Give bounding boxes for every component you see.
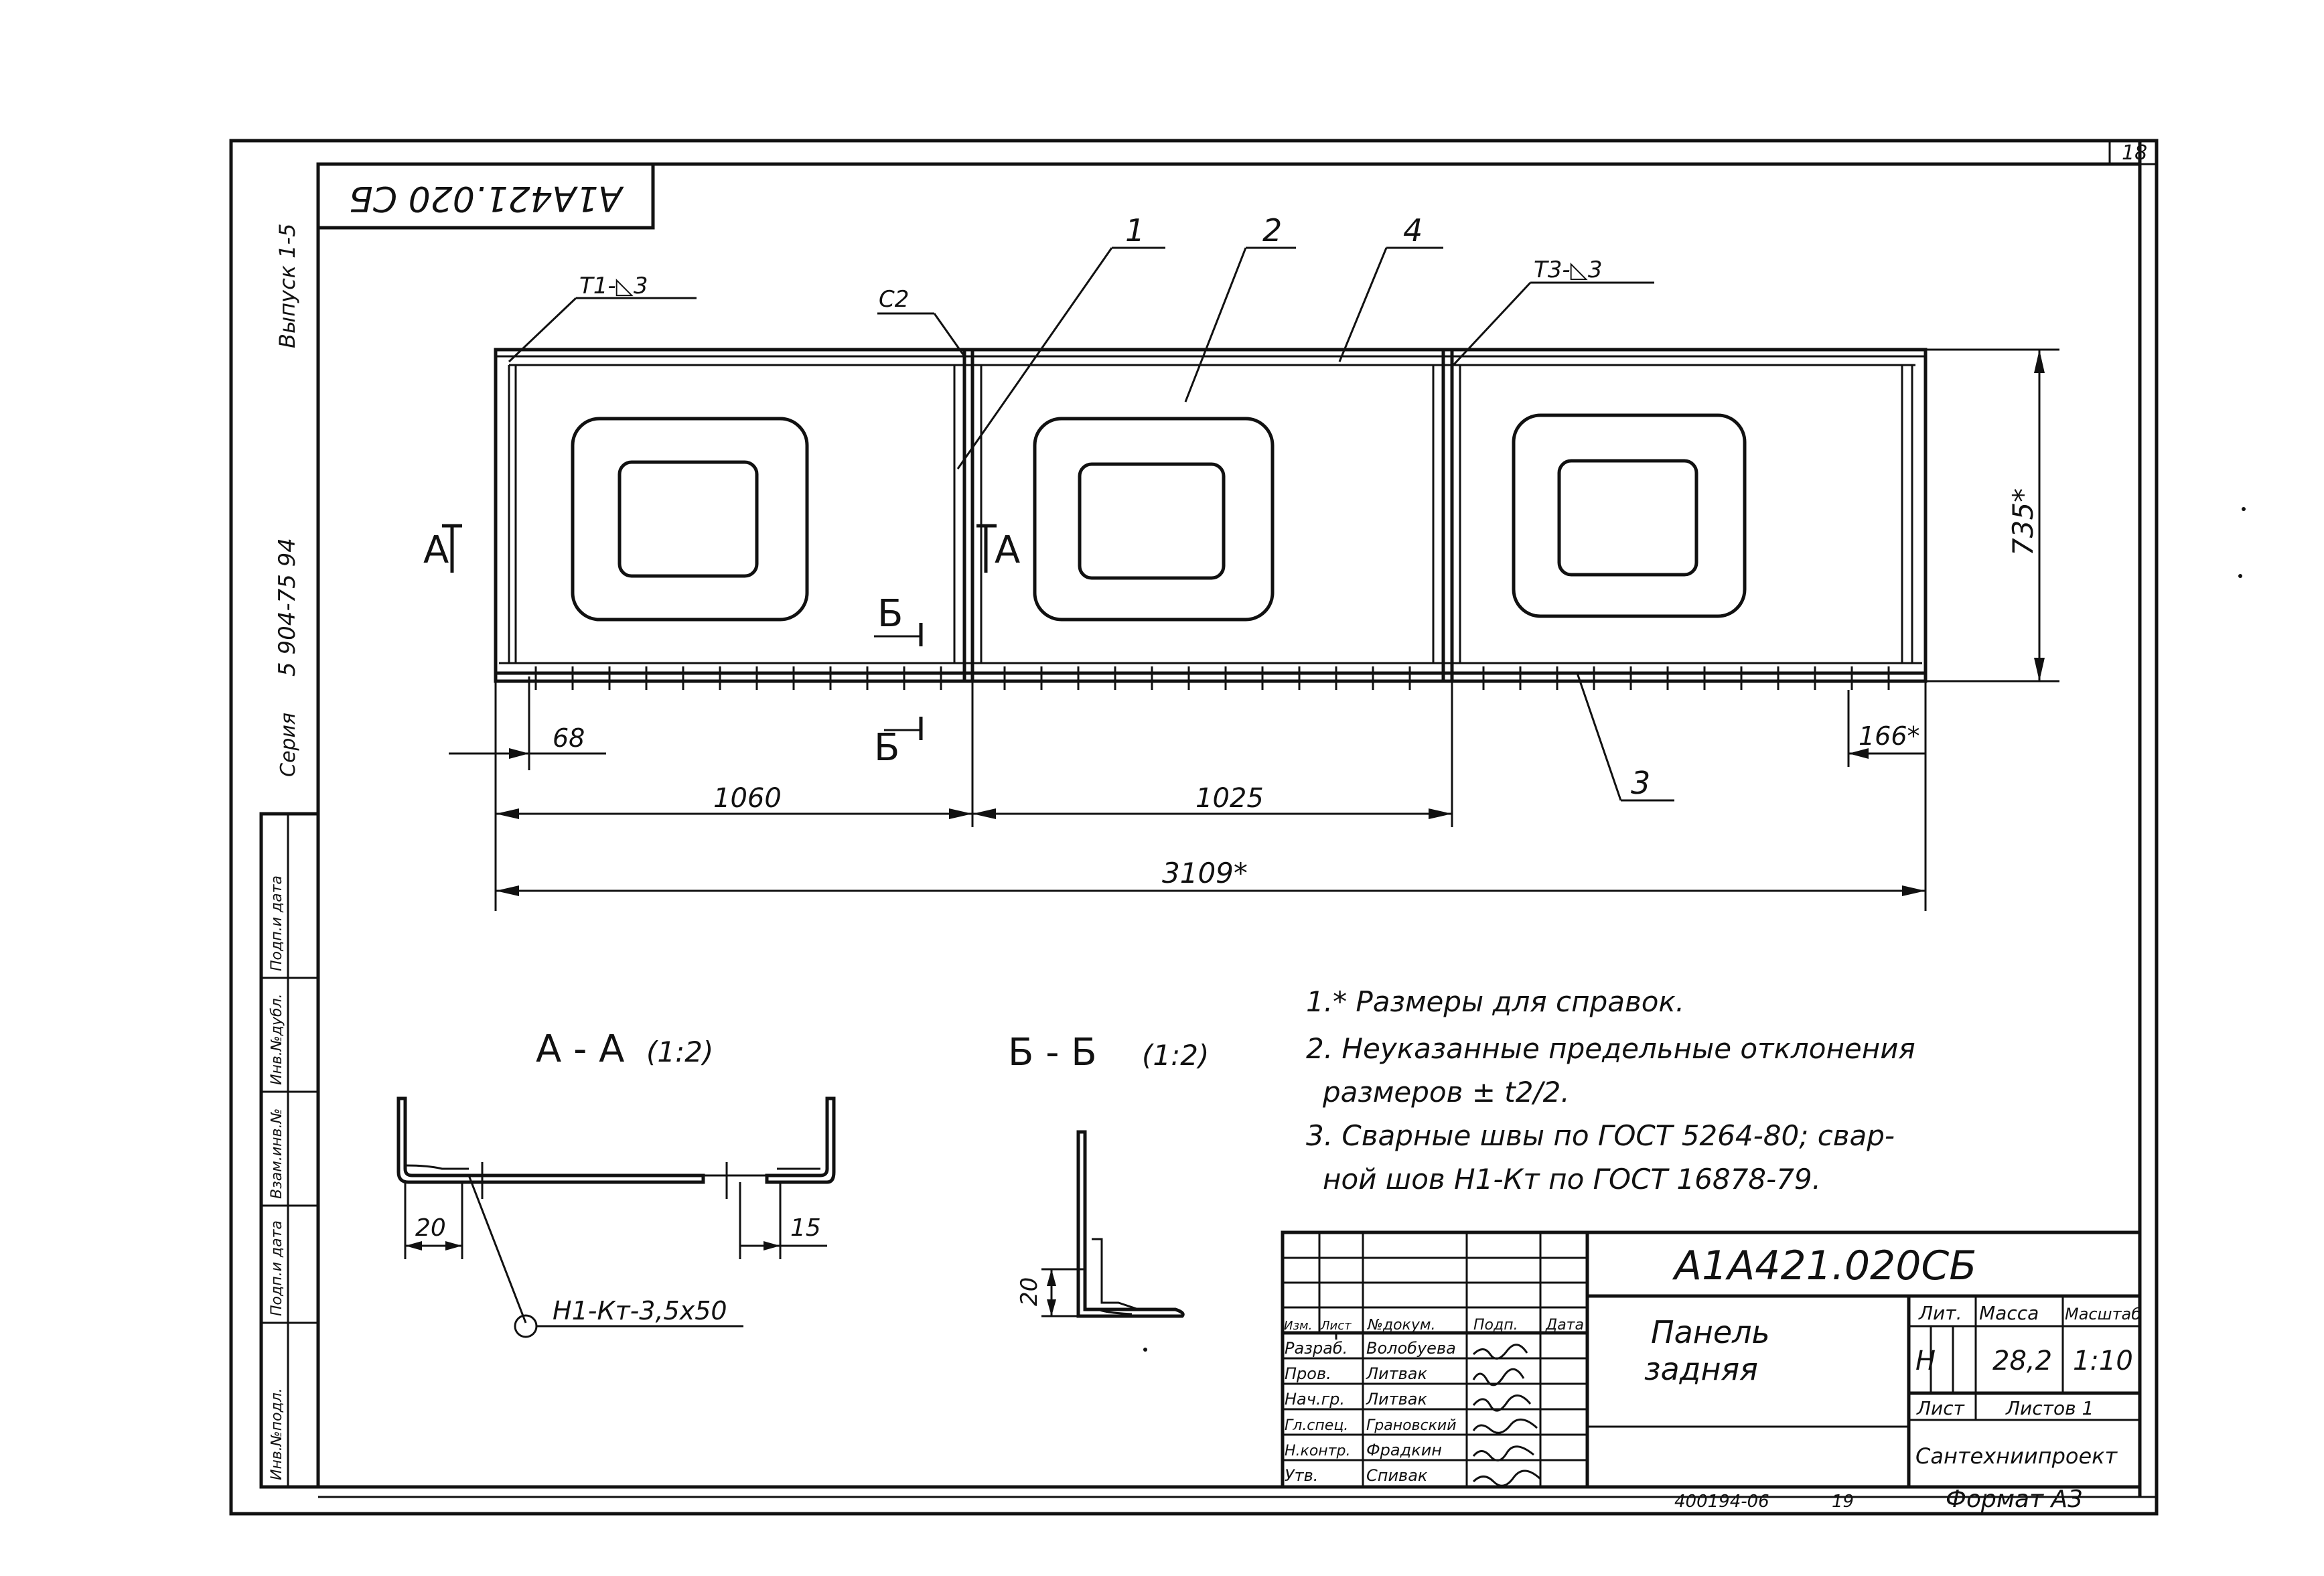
tb-mass-label: Масса — [1979, 1302, 2039, 1324]
section-bb-title: Б - Б — [1008, 1031, 1097, 1074]
callout-2: 2 — [1262, 212, 1282, 248]
weld-c2-label: С2 — [879, 286, 909, 313]
tb-name-razrab: Волобуева — [1366, 1339, 1456, 1358]
footer-code: 400194-06 — [1674, 1492, 1769, 1512]
dim-166: 166* — [1859, 721, 1920, 751]
tb-role-utv: Утв. — [1285, 1466, 1318, 1485]
section-aa-dim-20: 20 — [415, 1214, 446, 1242]
strip-inv-podl: Инв.№подл. — [269, 1388, 285, 1480]
tb-sheets-label: Листов 1 — [2005, 1397, 2094, 1419]
tb-name-utv: Спивак — [1366, 1466, 1428, 1485]
left-strip: Инв.№подл. Подп.и дата Взам.инв.№ Инв.№д… — [259, 812, 320, 1489]
weld-t3-label: Т3-◺3 — [1534, 257, 1602, 283]
dim-1025: 1025 — [1195, 783, 1264, 814]
section-bb-dim-20: 20 — [1016, 1277, 1043, 1306]
tb-mass-value: 28,2 — [1992, 1346, 2052, 1376]
tb-lit-label: Лит. — [1918, 1302, 1962, 1324]
section-a-left: А — [423, 528, 449, 572]
series-label: Серия — [277, 713, 300, 777]
strip-podp-data-1: Подп.и дата — [269, 1220, 285, 1316]
tb-hdr-ndok: №докум. — [1367, 1317, 1435, 1334]
tb-organization: Сантехниипроект — [1915, 1443, 2118, 1469]
issue-label: Выпуск 1-5 — [275, 224, 300, 348]
strip-inv-dubl: Инв.№дубл. — [269, 993, 285, 1085]
callouts — [508, 246, 1674, 802]
section-aa-dim-15: 15 — [790, 1214, 821, 1242]
tb-hdr-podp: Подп. — [1473, 1317, 1518, 1334]
section-bb-profile — [1041, 1130, 1185, 1318]
tb-role-prov: Пров. — [1285, 1364, 1331, 1383]
section-aa-title: А - А — [536, 1027, 624, 1071]
section-b-top: Б — [877, 592, 903, 636]
section-aa-weld-note: Н1-Кт-3,5х50 — [553, 1296, 727, 1326]
tb-hdr-list: Лист — [1320, 1319, 1352, 1333]
section-bb-scale: (1:2) — [1142, 1039, 1209, 1072]
strip-podp-data-2: Подп.и дата — [269, 875, 285, 971]
note-2-cont: размеров ± t2/2. — [1322, 1076, 1570, 1108]
tb-hdr-data: Дата — [1545, 1317, 1584, 1334]
note-2: 2. Неуказанные предельные отклонения — [1306, 1032, 1915, 1065]
section-b-bottom: Б — [874, 726, 899, 770]
tb-name-line2: задняя — [1644, 1351, 1758, 1387]
sheet-number: 18 — [2122, 141, 2147, 165]
section-aa-scale: (1:2) — [646, 1035, 713, 1068]
series-code: 5 904-75 94 — [274, 538, 301, 676]
tb-role-nkontr: Н.контр. — [1285, 1443, 1350, 1459]
section-a-right: А — [995, 528, 1020, 572]
tb-role-glspec: Гл.спец. — [1285, 1417, 1348, 1434]
footer-num: 19 — [1832, 1492, 1854, 1512]
section-marks — [442, 524, 997, 740]
dim-68: 68 — [553, 723, 585, 753]
scan-speck — [2238, 574, 2242, 578]
tb-scale-value: 1:10 — [2073, 1346, 2133, 1376]
dim-1060: 1060 — [713, 783, 782, 814]
rotated-code: А1А421.020 СБ — [349, 178, 624, 218]
tb-sheet-label: Лист — [1916, 1397, 1965, 1419]
notes: 1.* Размеры для справок. 2. Неуказанные … — [1306, 985, 1915, 1196]
strip-vzam-inv: Взам.инв.№ — [269, 1108, 285, 1199]
tb-name-glspec: Грановский — [1366, 1417, 1457, 1434]
note-1: 1.* Размеры для справок. — [1306, 985, 1684, 1018]
dimensions — [449, 348, 2059, 911]
title-block — [1281, 1230, 2142, 1489]
tb-roles: Разраб. Волобуева Пров. Литвак Нач.гр. Л… — [1285, 1339, 1457, 1485]
tb-name-prov: Литвак — [1366, 1364, 1427, 1383]
panel-main-view — [494, 348, 1928, 690]
scan-speck — [1143, 1348, 1147, 1352]
scan-speck — [2242, 507, 2246, 511]
tb-role-nachgr: Нач.гр. — [1285, 1390, 1345, 1409]
tb-hdr-izm: Изм. — [1284, 1319, 1312, 1333]
signatures — [1472, 1344, 1542, 1487]
section-aa-profile — [396, 1096, 836, 1338]
note-3-cont: ной шов Н1-Кт по ГОСТ 16878-79. — [1323, 1163, 1821, 1196]
dim-3109: 3109* — [1162, 857, 1248, 889]
footer-format: Формат А3 — [1946, 1486, 2083, 1513]
tb-name-nkontr: Фрадкин — [1366, 1441, 1442, 1459]
side-labels: Серия 5 904-75 94 Выпуск 1-5 — [274, 224, 301, 777]
callout-4: 4 — [1403, 212, 1423, 248]
dim-735: 735* — [2007, 488, 2039, 556]
tb-designation: А1А421.020СБ — [1672, 1242, 1976, 1289]
tb-role-razrab: Разраб. — [1285, 1339, 1348, 1358]
callout-1: 1 — [1125, 212, 1145, 248]
tb-scale-label: Масштаб — [2065, 1305, 2141, 1323]
note-3: 3. Сварные швы по ГОСТ 5264-80; свар- — [1306, 1119, 1895, 1152]
tb-name-nachgr: Литвак — [1366, 1390, 1427, 1409]
callout-3: 3 — [1631, 765, 1650, 801]
weld-t1-label: Т1-◺3 — [579, 273, 648, 299]
rotated-code-box: А1А421.020 СБ — [316, 162, 655, 230]
tb-lit-value: Н — [1915, 1346, 1936, 1376]
tb-name-line1: Панель — [1651, 1314, 1770, 1350]
